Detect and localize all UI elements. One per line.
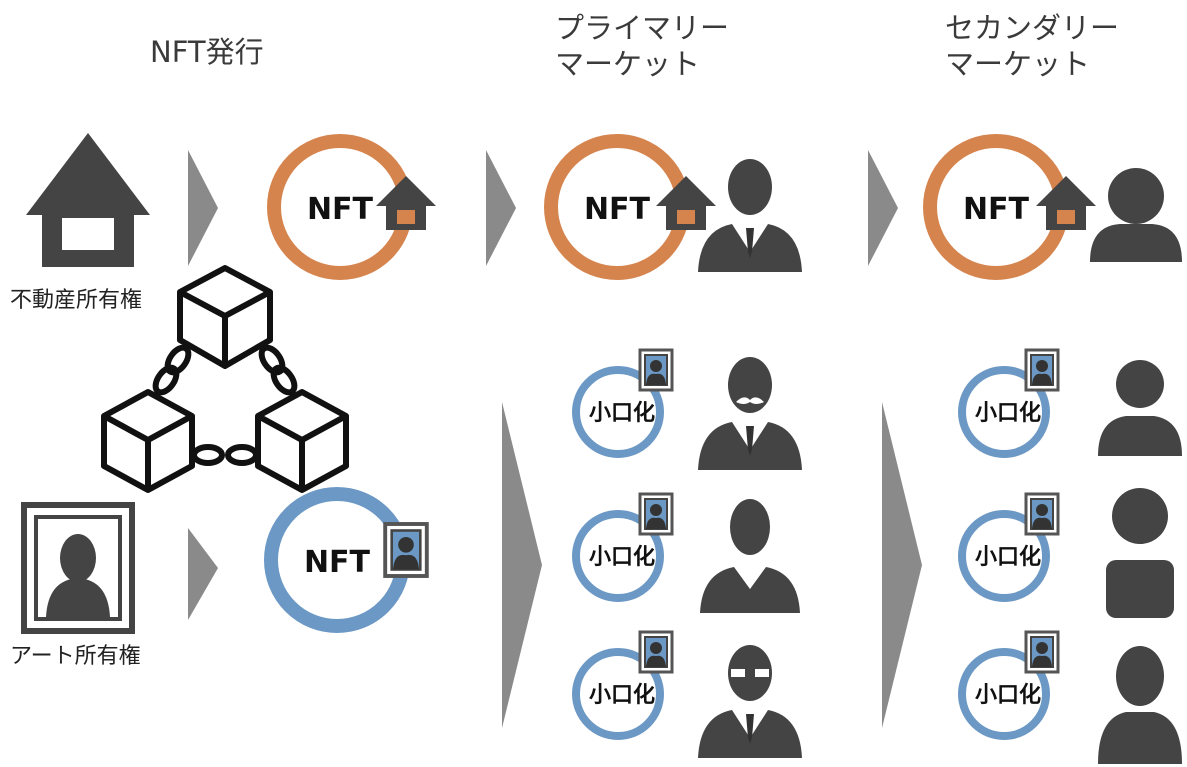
mustache-man-icon (698, 357, 802, 470)
fraction-token-label: 小口化 (975, 400, 1041, 426)
art-frame-small-icon (383, 522, 429, 578)
primary-fraction-token-1: 小口化 (576, 350, 672, 454)
secondary-nft-realestate-token: NFT (923, 134, 1096, 280)
person-icon (1090, 168, 1182, 262)
nft-realestate-token: NFT (267, 134, 436, 280)
businesswoman-icon (700, 499, 800, 613)
nft-art-token: NFT (264, 487, 429, 633)
arrow-primary-art-icon (502, 402, 542, 728)
primary-fraction-token-2: 小口化 (576, 494, 672, 598)
header-primary-line1: プライマリー (555, 11, 730, 45)
secondary-fraction-token-2: 小口化 (962, 494, 1058, 598)
nft-token-label: NFT (307, 192, 374, 227)
blockchain-icon (101, 265, 349, 493)
arrow-issue-art-icon (188, 528, 218, 620)
primary-nft-realestate-token: NFT (544, 134, 716, 280)
header-primary-line2: マーケット (555, 47, 701, 81)
header-secondary-market: セカンダリー マーケット (945, 10, 1119, 82)
nft-token-label: NFT (304, 545, 371, 580)
fraction-token-label: 小口化 (589, 400, 655, 426)
header-secondary-line2: マーケット (945, 47, 1091, 81)
secondary-fraction-token-3: 小口化 (962, 632, 1058, 736)
fraction-token-label: 小口化 (589, 682, 655, 708)
header-primary-market: プライマリー マーケット (555, 10, 729, 82)
art-frame-icon (21, 502, 135, 634)
header-secondary-line1: セカンダリー (945, 11, 1120, 45)
header-nft-issue-text: NFT発行 (150, 35, 264, 69)
arrow-issue-realestate-icon (188, 150, 218, 266)
person-icon (1106, 488, 1174, 618)
nft-token-label: NFT (963, 192, 1030, 227)
fraction-token-label: 小口化 (589, 544, 655, 570)
arrow-primary-realestate-icon (486, 150, 516, 266)
real-estate-house-icon (26, 133, 150, 267)
label-real-estate: 不動産所有権 (10, 288, 143, 313)
arrow-secondary-realestate-icon (868, 150, 898, 266)
header-nft-issue: NFT発行 (150, 34, 264, 70)
glasses-man-icon (698, 645, 802, 758)
fraction-token-label: 小口化 (975, 544, 1041, 570)
secondary-fraction-token-1: 小口化 (962, 350, 1058, 454)
person-icon (1098, 360, 1182, 456)
label-art: アート所有権 (10, 644, 141, 669)
arrow-secondary-art-icon (882, 402, 922, 728)
person-woman-icon (1098, 646, 1182, 764)
businessman-icon (698, 159, 802, 272)
primary-fraction-token-3: 小口化 (576, 632, 672, 736)
fraction-token-label: 小口化 (975, 682, 1041, 708)
nft-token-label: NFT (584, 192, 651, 227)
